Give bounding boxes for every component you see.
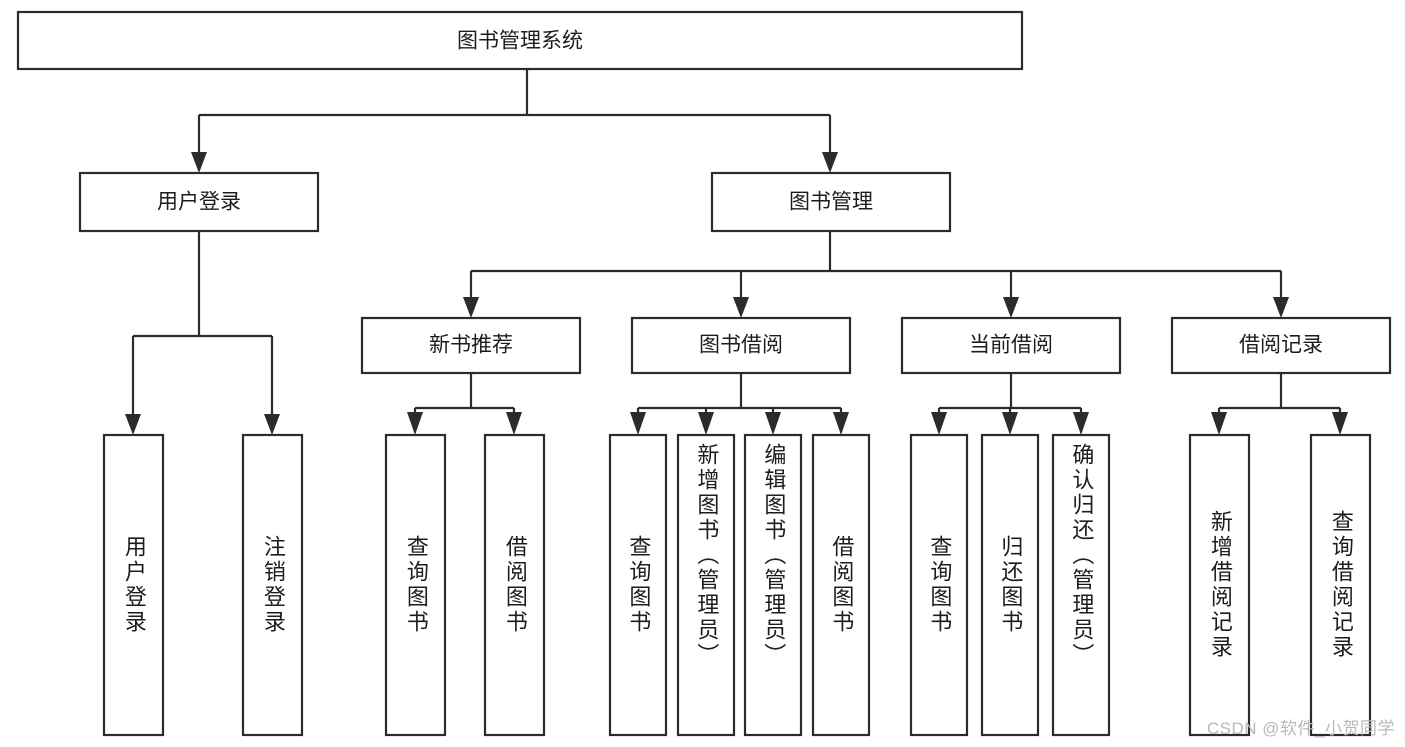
node-book-manage-label: 图书管理 bbox=[789, 191, 873, 214]
node-leaf-add-book[interactable] bbox=[676, 433, 736, 737]
node-new-book-recommend[interactable] bbox=[360, 316, 582, 375]
node-book-borrow[interactable] bbox=[630, 316, 852, 375]
arrow-book-manage bbox=[822, 152, 838, 173]
node-leaf-confirm-return[interactable] bbox=[1051, 433, 1111, 737]
arrow-leaf-edit-book bbox=[765, 412, 781, 435]
node-leaf-query-book-1[interactable] bbox=[384, 433, 447, 737]
node-new-book-recommend-label: 新书推荐 bbox=[429, 334, 513, 357]
node-root-label: 图书管理系统 bbox=[457, 30, 583, 53]
arrow-leaf-confirm-return bbox=[1073, 412, 1089, 435]
node-book-borrow-label: 图书借阅 bbox=[699, 334, 783, 357]
arrow-leaf-user-login bbox=[125, 414, 141, 435]
node-current-borrow-label: 当前借阅 bbox=[969, 334, 1053, 357]
node-borrow-record-label: 借阅记录 bbox=[1239, 334, 1323, 357]
node-user-login-label: 用户登录 bbox=[157, 191, 241, 214]
arrow-leaf-add-record bbox=[1211, 412, 1227, 435]
node-leaf-borrow-book-2[interactable] bbox=[811, 433, 871, 737]
arrow-user-login bbox=[191, 152, 207, 173]
node-current-borrow[interactable] bbox=[900, 316, 1122, 375]
arrow-book-borrow bbox=[733, 297, 749, 318]
node-user-login[interactable] bbox=[78, 171, 320, 233]
arrow-leaf-query-book-1 bbox=[407, 412, 423, 435]
node-leaf-borrow-book-1[interactable] bbox=[483, 433, 546, 737]
connector-layer bbox=[125, 69, 1348, 435]
arrow-current-borrow bbox=[1003, 297, 1019, 318]
arrow-leaf-add-book bbox=[698, 412, 714, 435]
arrow-new-book-recommend bbox=[463, 297, 479, 318]
arrow-leaf-query-book-2 bbox=[630, 412, 646, 435]
node-leaf-add-record[interactable] bbox=[1188, 433, 1251, 737]
node-leaf-logout[interactable] bbox=[241, 433, 304, 737]
node-borrow-record[interactable] bbox=[1170, 316, 1392, 375]
node-layer: 图书管理系统 用户登录 图书管理 新书推荐 图书借阅 当前借阅 借阅记录 bbox=[16, 10, 1392, 737]
node-book-manage[interactable] bbox=[710, 171, 952, 233]
arrow-leaf-logout bbox=[264, 414, 280, 435]
node-leaf-query-book-2[interactable] bbox=[608, 433, 668, 737]
node-root[interactable] bbox=[16, 10, 1024, 71]
node-leaf-edit-book[interactable] bbox=[743, 433, 803, 737]
arrow-borrow-record bbox=[1273, 297, 1289, 318]
node-leaf-user-login[interactable] bbox=[102, 433, 165, 737]
arrow-leaf-borrow-book-1 bbox=[506, 412, 522, 435]
node-leaf-query-book-3[interactable] bbox=[909, 433, 969, 737]
arrow-leaf-query-record bbox=[1332, 412, 1348, 435]
node-leaf-query-record[interactable] bbox=[1309, 433, 1372, 737]
arrow-leaf-query-book-3 bbox=[931, 412, 947, 435]
arrow-leaf-borrow-book-2 bbox=[833, 412, 849, 435]
node-leaf-return-book[interactable] bbox=[980, 433, 1040, 737]
arrow-leaf-return-book bbox=[1002, 412, 1018, 435]
